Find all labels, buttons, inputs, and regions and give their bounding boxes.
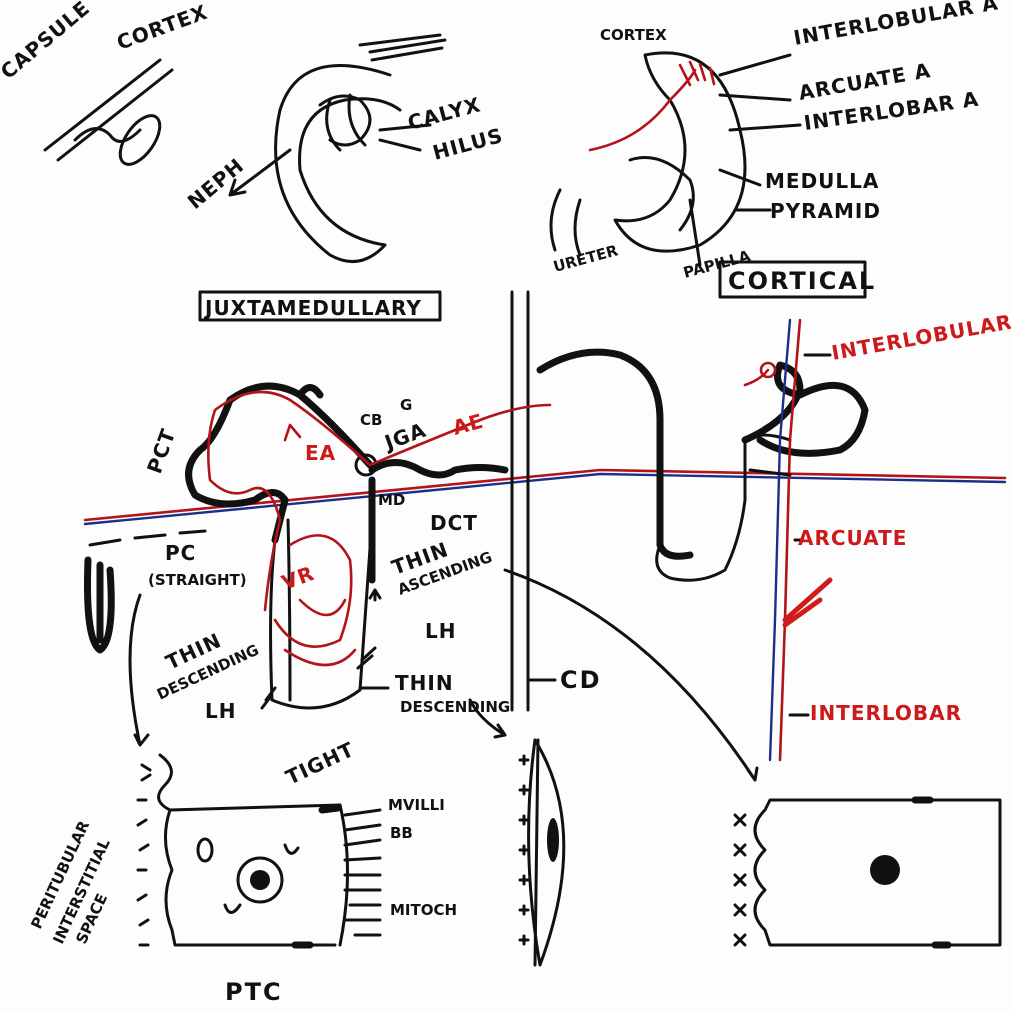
calyx-label: CALYX [405, 92, 483, 135]
interlobular-label: INTERLOBULAR [830, 310, 1011, 365]
ureter-label: URETER [551, 241, 620, 276]
vr-label: VR [279, 561, 318, 595]
ae-label: AE [450, 409, 486, 440]
arcuate-label: ARCUATE [798, 526, 907, 550]
md-label: MD [378, 491, 405, 509]
thin-desc-label-3: LH [205, 699, 236, 723]
mvilli-label: MVILLI [388, 796, 445, 814]
pyramid-label: PYRAMID [770, 199, 881, 223]
bb-label: BB [390, 824, 413, 842]
cortex-label-right: CORTEX [600, 26, 667, 44]
kidney-outline-juxtamedullary [230, 35, 445, 262]
capsule-cortex-sketch [45, 60, 172, 171]
tight-label: TIGHT [282, 737, 358, 790]
arcuate-blue-line [85, 474, 1005, 524]
dct-cell-diagram [735, 800, 1000, 945]
arrow-to-ptc [130, 595, 148, 745]
thin-asc-label-3: LH [425, 619, 456, 643]
arcuate-red-line [85, 470, 1005, 520]
ea-label: EA [305, 441, 336, 465]
pct-label: PCT [142, 425, 180, 476]
juxtamedullary-label: JUXTAMEDULLARY [203, 296, 422, 320]
kidney-outline-cortical [551, 53, 800, 265]
interlobular-a-label: INTERLOBULAR A [792, 0, 1000, 50]
thin-desc-lower-label-1: THIN [395, 671, 454, 695]
interlobar-label: INTERLOBAR [810, 701, 962, 725]
thin-desc-lower-label-2: DESCENDING [400, 698, 510, 716]
cortex-label-left: CORTEX [114, 0, 211, 55]
thin-segment-cell-diagram [520, 740, 564, 965]
ptc-label: PTC [225, 978, 283, 1006]
cd-label: CD [560, 666, 602, 694]
neph-label: NEPH [183, 153, 249, 214]
cb-label: CB [360, 411, 382, 429]
ptc-cell-diagram [138, 755, 380, 945]
dct-label: DCT [430, 511, 478, 535]
arrow-to-dct-cell [505, 570, 757, 780]
small-loop-sketch [88, 560, 112, 650]
pc-straight-label: (STRAIGHT) [148, 571, 247, 589]
medulla-label: MEDULLA [765, 169, 879, 193]
pc-label: PC [165, 541, 196, 565]
mitoch-label: MITOCH [390, 901, 457, 919]
g-label: G [400, 396, 412, 414]
capsule-label: CAPSULE [0, 0, 95, 84]
cortical-label: CORTICAL [728, 267, 876, 295]
hilus-label: HILUS [430, 123, 506, 165]
